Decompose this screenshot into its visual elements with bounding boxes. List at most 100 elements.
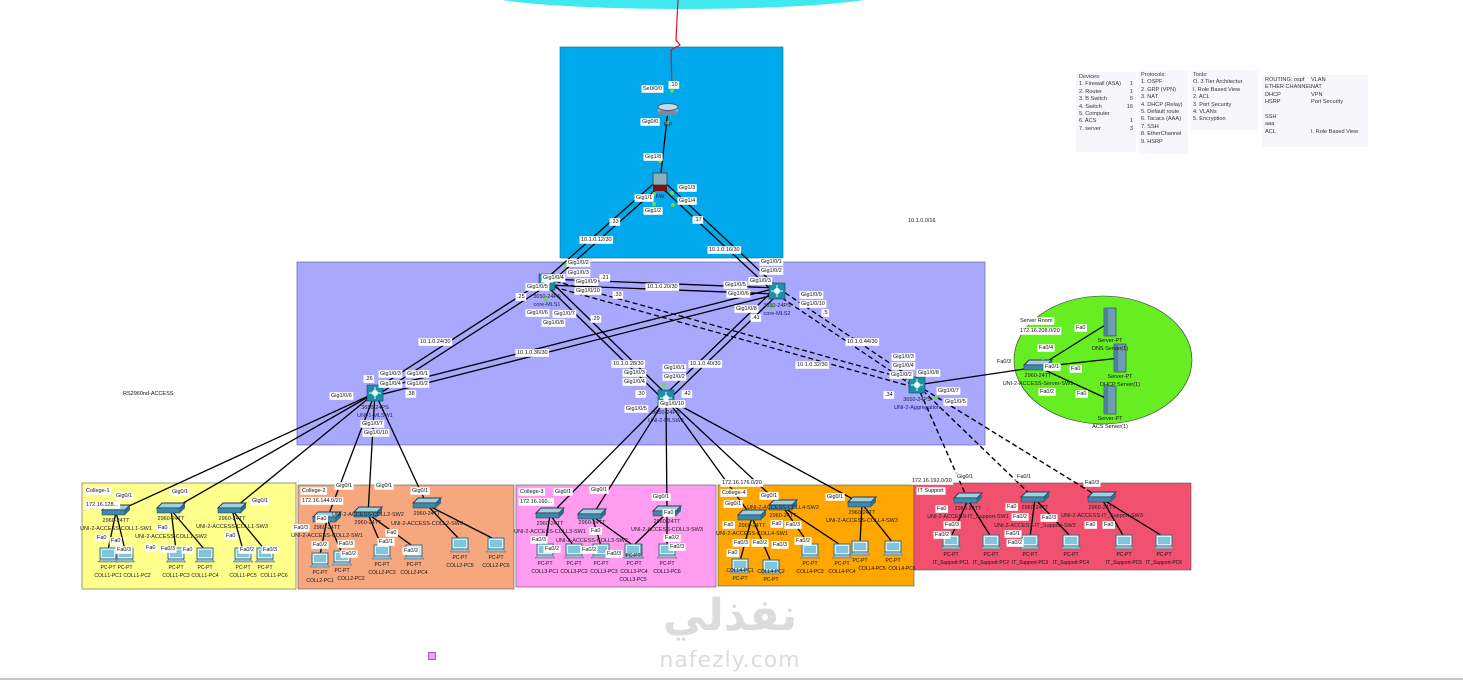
pc-model-group: PC-PT	[660, 561, 675, 567]
pc-icon[interactable]	[309, 552, 331, 568]
port-label: Gig0/0	[642, 119, 658, 125]
server-icon[interactable]	[1113, 343, 1127, 373]
subnet-label: 10.1.0.16/30	[709, 247, 740, 253]
port-label-group: Gig1/3	[677, 184, 697, 192]
pc-icon[interactable]	[729, 558, 751, 574]
device-type: 6. ACS	[1079, 118, 1097, 125]
port-label-bg	[156, 524, 169, 532]
switch-icon[interactable]	[576, 508, 608, 520]
device-name-group: UNI-2-ACCESS-COLL3-SW1	[514, 529, 586, 535]
pc-icon[interactable]	[799, 543, 821, 559]
switch-icon[interactable]	[1086, 491, 1118, 503]
switch-front	[412, 502, 437, 509]
port-label-bg	[541, 274, 566, 282]
pc-name: COLL2-PC6	[482, 563, 509, 569]
port-label-bg	[574, 278, 599, 286]
port-label-group: Gig1/0/2	[405, 380, 430, 388]
device-name: UNI-2-ACCESS-IT_Support-SW1	[927, 514, 1009, 520]
legend-device-item: 5. Computer	[1079, 111, 1133, 118]
pc-icon[interactable]	[449, 537, 471, 553]
port-label-bg	[1084, 521, 1097, 529]
link-switch-pc	[170, 509, 177, 551]
pc-screen	[1024, 537, 1036, 544]
port-label: Gig1/0/1	[664, 365, 685, 371]
pc-icon[interactable]	[622, 543, 644, 559]
switch-side	[559, 508, 564, 518]
firewall-icon[interactable]	[652, 172, 668, 191]
port-label-group: Gig1/2	[643, 207, 663, 215]
port-label-group: Gig1/0/3	[891, 353, 916, 361]
router-top	[657, 103, 679, 111]
pc-icon[interactable]	[940, 534, 962, 550]
port-label-group: Gig1/0/2	[759, 267, 784, 275]
switch-icon[interactable]	[216, 502, 248, 514]
port-label-group: Gig1/0/9	[574, 278, 599, 286]
port-label: .38	[407, 391, 415, 397]
router-icon[interactable]	[657, 103, 679, 117]
port-label-group: Fa0/1	[1004, 530, 1022, 538]
watermark-latin: nafezly.com	[659, 648, 801, 673]
port-label-group: Gig0/1	[955, 473, 975, 481]
pc-icon[interactable]	[849, 540, 871, 556]
switch-icon[interactable]	[846, 496, 878, 508]
port-label-bg	[1074, 324, 1087, 332]
pc-icon[interactable]	[1060, 534, 1082, 550]
device-model: 2960-24TT	[739, 523, 767, 529]
device-model-group: 2960-24TT	[537, 521, 565, 527]
pc-icon[interactable]	[882, 540, 904, 556]
port-label-bg	[1075, 390, 1088, 398]
switch-icon[interactable]	[1019, 491, 1051, 503]
pc-icon[interactable]	[831, 543, 853, 559]
switch-icon[interactable]	[736, 509, 768, 521]
pc-icon[interactable]	[980, 534, 1002, 550]
pc-model: PC-PT	[313, 570, 328, 576]
device-name: UNI-2-ACCESS-COLL1-SW3	[196, 524, 268, 530]
multilayer-switch-icon[interactable]	[908, 376, 926, 394]
port-label: Fa0	[387, 530, 396, 536]
zone-name-group: College-3	[518, 488, 546, 496]
port-label: Gig1/0/3	[624, 370, 645, 376]
pc-model-group: PC-PT	[886, 558, 901, 564]
pc-icon[interactable]	[760, 559, 782, 575]
device-model-group: 3650-24PS	[652, 410, 680, 416]
device-count: 1	[1129, 81, 1133, 88]
port-label-bg	[329, 392, 354, 400]
switch-icon[interactable]	[411, 497, 443, 509]
switch-icon[interactable]	[952, 492, 984, 504]
pc-name-group: COLL3-PC1	[531, 569, 558, 575]
server-icon[interactable]	[1103, 385, 1117, 415]
pc-icon[interactable]	[194, 547, 216, 563]
port-label: Gig0/1	[336, 483, 352, 489]
switch-side	[676, 506, 681, 516]
port-label: Gig1/0/9	[801, 292, 822, 298]
port-label: Gig1/0/5	[626, 406, 647, 412]
switch-icon[interactable]	[155, 502, 187, 514]
pc-icon[interactable]	[485, 537, 507, 553]
port-label-bg	[1069, 365, 1082, 373]
pc-name: COLL2-PC5	[446, 563, 473, 569]
switch-icon[interactable]	[767, 499, 799, 511]
port-label-bg	[751, 539, 769, 547]
pc-name-group: COLL3-PC6	[653, 569, 680, 575]
pc-icon[interactable]	[97, 547, 119, 563]
multilayer-switch-icon[interactable]	[366, 384, 384, 402]
port-label: .42	[683, 391, 691, 397]
pc-name-group: COLL3-PC2	[560, 569, 587, 575]
switch-icon[interactable]	[352, 506, 384, 518]
pc-model-group: PC-PT	[538, 561, 553, 567]
pc-icon[interactable]	[1113, 534, 1135, 550]
multilayer-switch-icon[interactable]	[768, 282, 786, 300]
port-label-bg	[734, 305, 759, 313]
pc-icon[interactable]	[371, 544, 393, 560]
port-label-group: Fa0	[1084, 521, 1097, 529]
link-switch-pc	[861, 503, 894, 544]
port-label-bg	[385, 529, 398, 537]
switch-icon[interactable]	[534, 507, 566, 519]
server-icon[interactable]	[1103, 307, 1117, 337]
subnet-label: 10.1.0.28/30	[613, 361, 644, 367]
pc-icon[interactable]	[1153, 534, 1175, 550]
pc-model-group: PC-PT	[101, 565, 116, 571]
link-switch-pc	[107, 511, 117, 551]
port-label-bg	[574, 287, 602, 295]
